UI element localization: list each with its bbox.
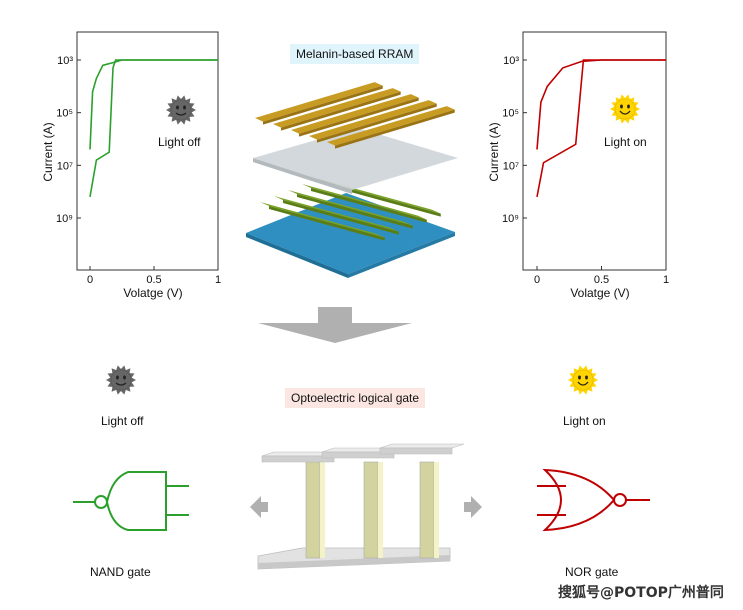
substrate-layer [246, 193, 455, 274]
right-arrow-icon [464, 496, 482, 518]
ticks-left: 10³ 10⁵ 10⁷ 10⁹ 0 0.5 1 [56, 55, 221, 286]
left-arrow-icon [250, 496, 268, 518]
x-tick-label: 0 [534, 274, 540, 286]
smiling-sun-icon [610, 94, 640, 124]
electrode-strip [288, 190, 413, 226]
y-axis-title-left: Current (A) [41, 122, 55, 181]
plot-frame-right [522, 31, 667, 271]
top-bar [261, 455, 335, 463]
substrate-edge [246, 233, 348, 278]
x-axis-title-right: Volatge (V) [570, 286, 629, 300]
electrode-strip [302, 184, 427, 220]
logic-gate-device-3d [257, 443, 465, 570]
melanin-layer [253, 128, 458, 190]
sad-sun-icon [166, 95, 196, 125]
y-tick-label: 10⁵ [502, 108, 519, 120]
down-arrow-icon [258, 307, 412, 343]
light-off-label-mid: Light off [101, 414, 144, 428]
electrode-strip [327, 106, 455, 146]
y-tick-label: 10³ [503, 55, 519, 67]
series-sweep-up-left [89, 59, 218, 198]
x-tick-label: 0 [87, 274, 93, 286]
x-tick-label: 0.5 [146, 274, 161, 286]
y-tick-label: 10⁹ [502, 213, 519, 225]
nor-gate-symbol [537, 468, 650, 532]
series-sweep-up-right [536, 59, 666, 198]
light-on-label-top: Light on [604, 135, 647, 149]
substrate-edge-right [348, 232, 455, 278]
pillar [363, 461, 379, 559]
pillar [419, 461, 435, 559]
top-bar [321, 451, 395, 459]
melanin-layer-edge [253, 158, 352, 194]
electrode-strip [274, 196, 399, 232]
gate-title: Optoelectric logical gate [285, 388, 426, 408]
y-tick-label: 10⁷ [503, 160, 519, 172]
series-sweep-down-left [89, 59, 218, 150]
nor-gate-label: NOR gate [565, 565, 619, 579]
x-tick-label: 0.5 [594, 274, 609, 286]
watermark: 搜狐号@POTOP广州普同 [558, 584, 724, 601]
chart-light-off: 10³ 10⁵ 10⁷ 10⁹ 0 0.5 1 Current (A) Volatge (V… [41, 31, 221, 300]
nand-gate-label: NAND gate [90, 565, 151, 579]
smiling-sun-icon [568, 365, 598, 395]
y-tick-label: 10⁷ [57, 160, 73, 172]
ticks-right: 10³ 10⁵ 10⁷ 10⁹ 0 0.5 1 [502, 55, 669, 286]
top-bar [379, 447, 453, 455]
electrode-strip [260, 202, 385, 238]
pillar [305, 461, 321, 559]
light-on-label-mid: Light on [563, 414, 606, 428]
rram-device-stack [246, 82, 458, 278]
sad-sun-icon [106, 365, 136, 395]
light-off-label-top: Light off [158, 135, 201, 149]
y-tick-label: 10⁹ [56, 213, 73, 225]
y-axis-title-right: Current (A) [487, 122, 501, 181]
y-tick-label: 10⁵ [56, 108, 73, 120]
series-sweep-down-right [536, 59, 666, 150]
x-tick-label: 1 [215, 274, 221, 286]
x-axis-title-left: Volatge (V) [123, 286, 182, 300]
x-tick-label: 1 [663, 274, 669, 286]
chart-light-on: 10³ 10⁵ 10⁷ 10⁹ 0 0.5 1 Current (A) Volatge (V… [487, 31, 669, 300]
electrode-strip [273, 88, 401, 128]
rram-title: Melanin-based RRAM [290, 44, 420, 64]
y-tick-label: 10³ [57, 55, 73, 67]
electrode-strip [291, 94, 419, 134]
top-electrodes [255, 82, 455, 149]
plot-frame-left [76, 31, 219, 271]
bottom-electrodes [260, 178, 441, 241]
nand-gate-symbol [73, 471, 189, 531]
electrode-strip [309, 100, 437, 140]
electrode-strip [255, 82, 383, 122]
